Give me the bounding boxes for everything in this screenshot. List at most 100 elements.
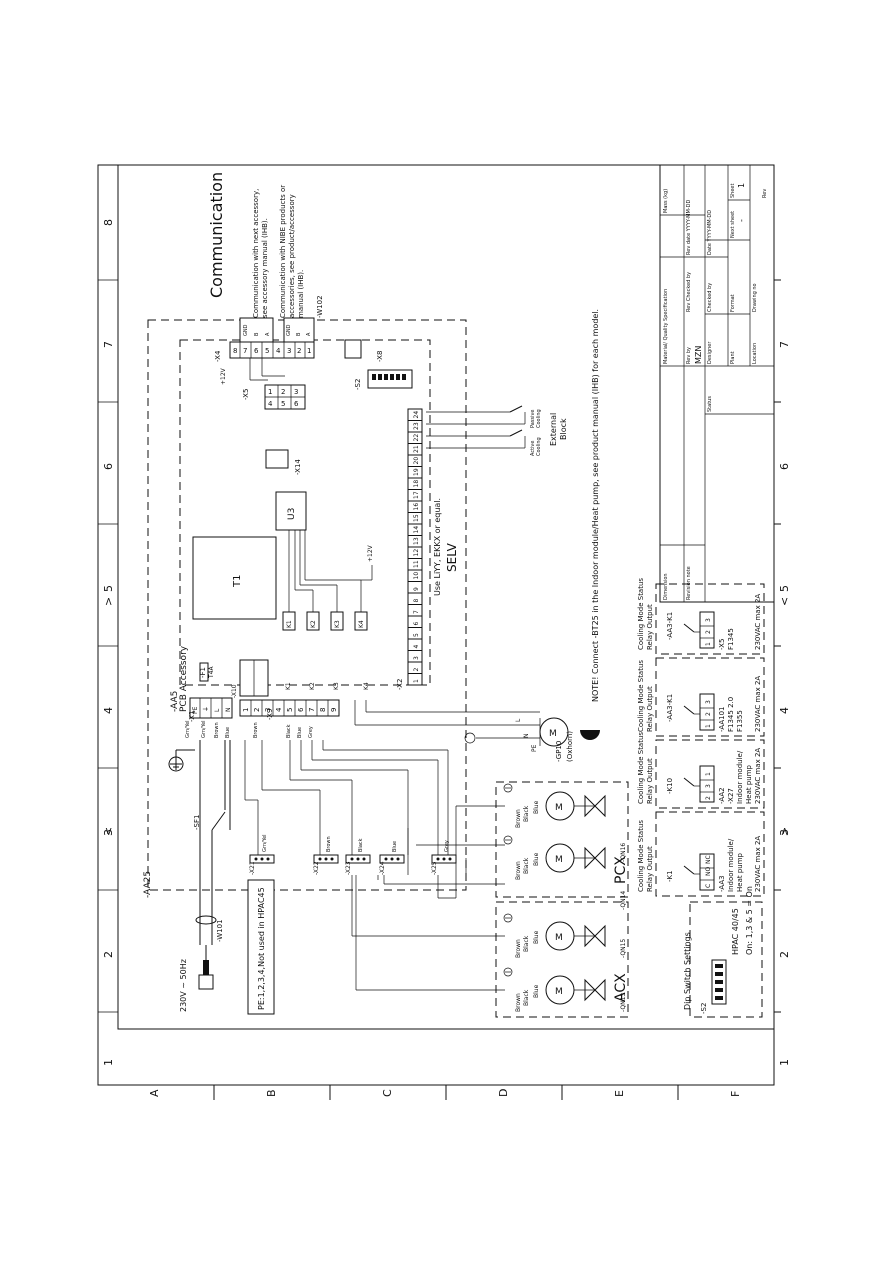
- x2-pin-23: 23: [413, 422, 420, 430]
- x5-pin-4: 4: [268, 400, 273, 408]
- x9-pin-7: 7: [308, 708, 316, 712]
- x1-l: L: [214, 708, 221, 712]
- row-a: A: [148, 1089, 161, 1097]
- pe-note-box: [247, 879, 275, 1015]
- x9-pin-5: 5: [286, 708, 294, 712]
- acx-enclosure: [495, 901, 629, 1018]
- valve-wire-brown-1: Brown: [515, 809, 522, 828]
- col-4-right: 4: [778, 707, 791, 714]
- marker-right-3: >: [778, 827, 791, 836]
- x9-pin-4: 4: [275, 707, 283, 712]
- relay-1-ref-3: Heat pump: [736, 852, 744, 892]
- tb-mass: Mass (kg): [663, 189, 669, 213]
- x4-pin-5: 5: [265, 347, 269, 355]
- comm-note-1b: see accessory manual (IHB).: [261, 218, 269, 318]
- external-block-1: External: [549, 413, 558, 446]
- tb-rev-by-value: MZN: [694, 346, 703, 364]
- x2-pin-16: 16: [413, 503, 420, 511]
- relay-3-ref-3: F1355: [736, 710, 744, 732]
- aa5-label: -AA5: [170, 691, 180, 712]
- pump-n: N: [523, 734, 530, 739]
- col-1-right: 1: [778, 1059, 791, 1066]
- pump-pe: PE: [531, 744, 538, 752]
- x1-label: -X1: [188, 711, 196, 722]
- x2-pin-24: 24: [413, 411, 420, 419]
- relay-name-3: -AA3-K1: [666, 694, 674, 722]
- row-c: C: [381, 1089, 394, 1097]
- f1-label: -F1: [199, 667, 207, 678]
- x5-label: -X5: [242, 389, 250, 400]
- col-8: 8: [102, 219, 115, 226]
- relay-4-pin-1: 1: [705, 642, 712, 646]
- x9-wires: Brown Black Blue Grey: [253, 722, 314, 738]
- tb-sheet-value: 1: [737, 183, 746, 188]
- x9-wire-3: Blue: [297, 727, 303, 738]
- tb-date: Date YYYY-MM-DD: [707, 210, 713, 255]
- dip-s2: -S2: [700, 1003, 708, 1014]
- k1-label: K1: [286, 620, 293, 628]
- x9-pin-3: 3: [264, 708, 272, 712]
- pump-l: L: [515, 718, 522, 722]
- qn16-label: -QN16: [620, 843, 627, 862]
- row-d: D: [497, 1089, 510, 1097]
- col-6: 6: [102, 463, 115, 470]
- x2-pin-22: 22: [413, 434, 420, 442]
- relay-rating-4: 230VAC max 2A: [754, 594, 762, 650]
- relay-title-a-3: Cooling Mode Status: [637, 660, 645, 732]
- x9-pin-8: 8: [319, 708, 327, 712]
- x21-wire: Grn/Yel: [262, 834, 268, 852]
- x4-b-1: B: [254, 332, 260, 336]
- tb-dimension: Dimension: [663, 573, 669, 600]
- relay-3-ref-2: F1345 2.0: [727, 697, 735, 732]
- x23-label: -X23: [345, 861, 352, 875]
- t1-transformer: [192, 536, 277, 620]
- relay-name-4: -AA3-K1: [666, 612, 674, 640]
- x24-label: -X24: [379, 861, 386, 875]
- x21-label: -X21: [249, 861, 256, 875]
- x2-pin-6: 6: [413, 622, 420, 626]
- x4-12v: +12V: [220, 367, 227, 385]
- relay-2-ref-3: Indoor module/: [736, 750, 744, 804]
- valve-body-4: [584, 978, 606, 1002]
- tb-plant: Plant: [730, 351, 736, 364]
- x2-pin-12: 12: [413, 549, 420, 557]
- relay-1-pin-3: NC: [705, 855, 712, 864]
- relay-2-pin-1: 2: [705, 796, 712, 800]
- x4-pin-1: 1: [307, 347, 311, 355]
- valve-wire-brown-2: Brown: [515, 861, 522, 880]
- relay-2-pin-3: 1: [705, 772, 712, 776]
- x2-pin-8: 8: [413, 599, 420, 603]
- external-block: Passive Cooling Active Cooling External …: [426, 405, 568, 456]
- x9-wire-4: Grey: [308, 726, 314, 738]
- x4-pin-3: 3: [287, 347, 291, 355]
- marker-left-5: >: [102, 597, 115, 606]
- x5-pin-2: 2: [281, 388, 285, 396]
- f1-value: T4A: [208, 666, 215, 679]
- x2-pin-20: 20: [413, 457, 420, 465]
- pcb-label: PCB Accessory: [179, 645, 189, 712]
- tb-location: Location: [752, 343, 758, 364]
- col-2: 2: [102, 951, 115, 958]
- x10-label: -X10: [231, 684, 238, 698]
- marker-left-3: <: [102, 827, 115, 836]
- x22-wire: Brown: [326, 836, 332, 852]
- x4-a-1: A: [265, 332, 271, 336]
- k3-label: K3: [334, 620, 341, 628]
- x9-pin-6: 6: [297, 707, 305, 712]
- valve-body-1: [584, 794, 606, 818]
- relay-name-2: -K10: [666, 778, 674, 794]
- x4-a-2: A: [306, 332, 312, 336]
- tb-checked: Checked by: [707, 283, 713, 312]
- row-e: E: [613, 1090, 626, 1097]
- relay-rating-3: 230VAC max 2A: [754, 676, 762, 732]
- x5-pin-5: 5: [281, 400, 285, 408]
- x4-b-2: B: [296, 332, 302, 336]
- valve-wire-black-2: Black: [523, 857, 530, 874]
- tb-drawing-no: Drawing no: [752, 283, 758, 312]
- relay-title-b-1: Relay Output: [646, 846, 654, 892]
- valve-wire-brown-4: Brown: [515, 993, 522, 1012]
- k2-contact: K2: [309, 682, 316, 690]
